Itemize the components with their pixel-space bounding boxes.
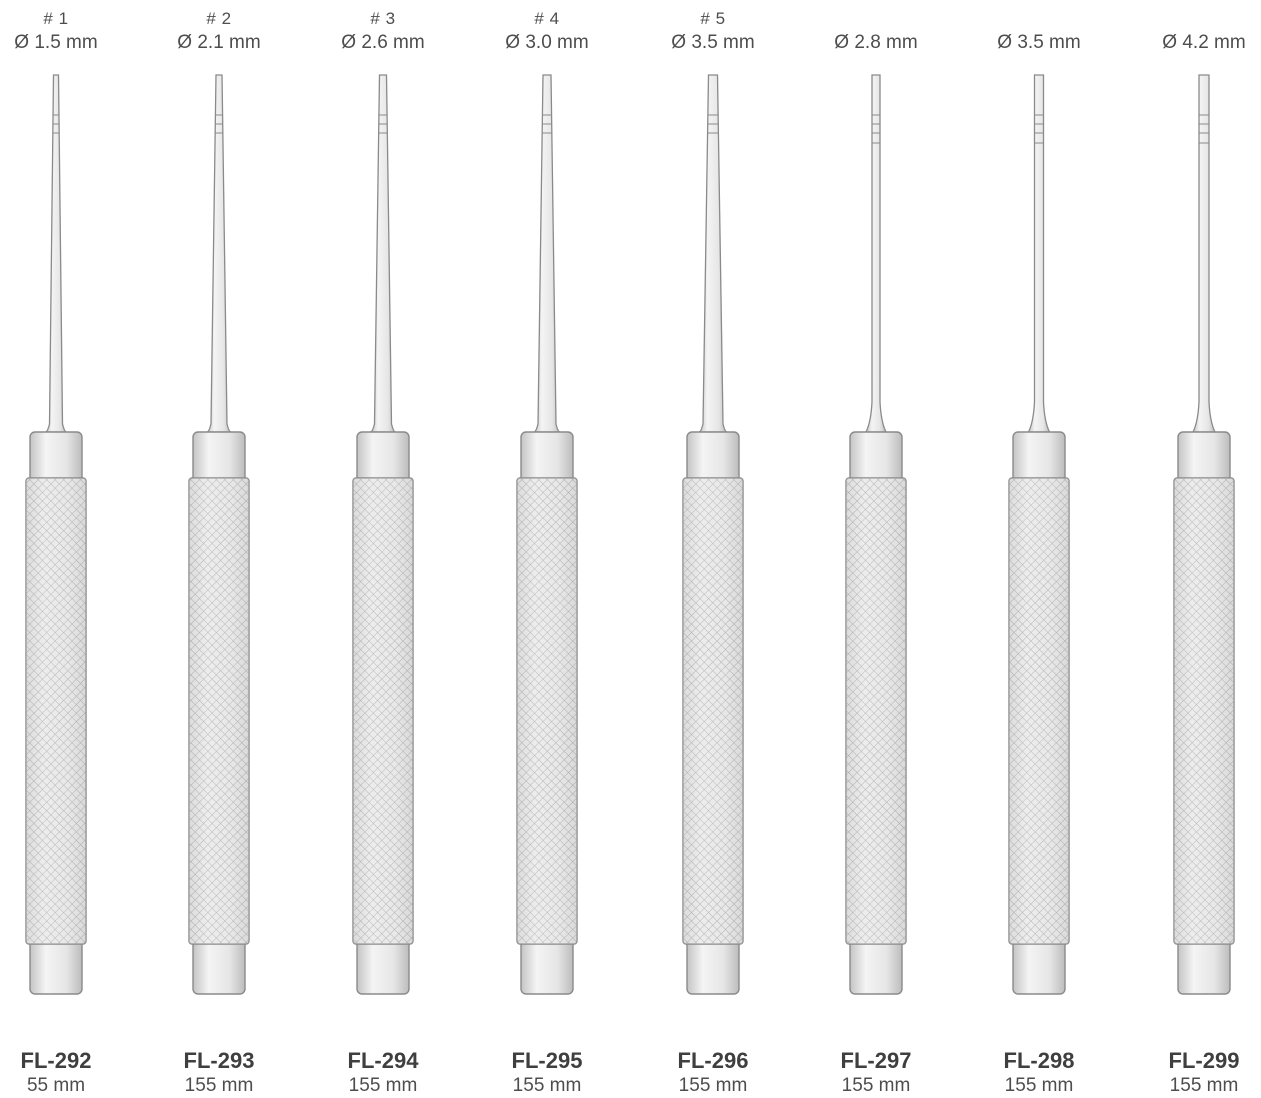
diameter-label: Ø 3.5 mm bbox=[671, 32, 755, 53]
product-code: FL-297 bbox=[840, 1048, 912, 1073]
length-label: 155 mm bbox=[1169, 1075, 1239, 1096]
shaft bbox=[698, 74, 728, 433]
diameter-label: Ø 2.6 mm bbox=[341, 32, 425, 53]
grip-shading bbox=[353, 478, 413, 944]
handle-collar bbox=[520, 431, 574, 485]
shaft bbox=[45, 74, 67, 433]
instrument-3[interactable] bbox=[352, 74, 414, 995]
diameter-label: Ø 4.2 mm bbox=[1162, 32, 1246, 53]
length-label: 155 mm bbox=[184, 1075, 254, 1096]
shaft bbox=[533, 74, 561, 433]
instrument-4[interactable] bbox=[516, 74, 578, 995]
instrument-5[interactable] bbox=[682, 74, 744, 995]
length-label: 155 mm bbox=[678, 1075, 748, 1096]
handle-collar bbox=[1012, 431, 1066, 485]
handle-collar bbox=[192, 431, 246, 485]
product-code: FL-299 bbox=[1168, 1048, 1240, 1073]
grip-shading bbox=[189, 478, 249, 944]
diameter-label: Ø 3.0 mm bbox=[505, 32, 589, 53]
instrument-6[interactable] bbox=[845, 74, 907, 995]
product-code: FL-295 bbox=[511, 1048, 583, 1073]
grip-shading bbox=[517, 478, 577, 944]
grip-shading bbox=[1009, 478, 1069, 944]
instrument-2[interactable] bbox=[188, 74, 250, 995]
product-code: FL-292 bbox=[20, 1048, 92, 1073]
handle-collar bbox=[1177, 431, 1231, 485]
handle-collar bbox=[29, 431, 83, 485]
handle-collar bbox=[849, 431, 903, 485]
length-label: 155 mm bbox=[348, 1075, 418, 1096]
handle-collar bbox=[356, 431, 410, 485]
grip-shading bbox=[846, 478, 906, 944]
instrument-7[interactable] bbox=[1008, 74, 1070, 995]
number-label: # 2 bbox=[206, 9, 232, 28]
shaft bbox=[1027, 74, 1051, 433]
length-label: 55 mm bbox=[26, 1075, 86, 1096]
length-label: 155 mm bbox=[512, 1075, 582, 1096]
grip-shading bbox=[683, 478, 743, 944]
shaft bbox=[206, 74, 232, 433]
number-label: # 5 bbox=[700, 9, 726, 28]
instrument-1[interactable] bbox=[25, 74, 87, 995]
shaft bbox=[370, 74, 396, 433]
product-code: FL-298 bbox=[1003, 1048, 1075, 1073]
number-label: # 3 bbox=[370, 9, 396, 28]
number-label: # 4 bbox=[534, 9, 560, 28]
grip-shading bbox=[26, 478, 86, 944]
diameter-label: Ø 2.1 mm bbox=[177, 32, 261, 53]
length-label: 155 mm bbox=[1004, 1075, 1074, 1096]
instrument-8[interactable] bbox=[1173, 74, 1235, 995]
product-code: FL-294 bbox=[347, 1048, 419, 1073]
number-label: # 1 bbox=[43, 9, 69, 28]
grip-shading bbox=[1174, 478, 1234, 944]
length-label: 155 mm bbox=[841, 1075, 911, 1096]
shaft bbox=[1191, 74, 1217, 433]
diameter-label: Ø 3.5 mm bbox=[997, 32, 1081, 53]
diameter-label: Ø 2.8 mm bbox=[834, 32, 918, 53]
product-code: FL-296 bbox=[677, 1048, 749, 1073]
shaft bbox=[864, 74, 888, 433]
diameter-label: Ø 1.5 mm bbox=[14, 32, 98, 53]
product-code: FL-293 bbox=[183, 1048, 255, 1073]
handle-collar bbox=[686, 431, 740, 485]
